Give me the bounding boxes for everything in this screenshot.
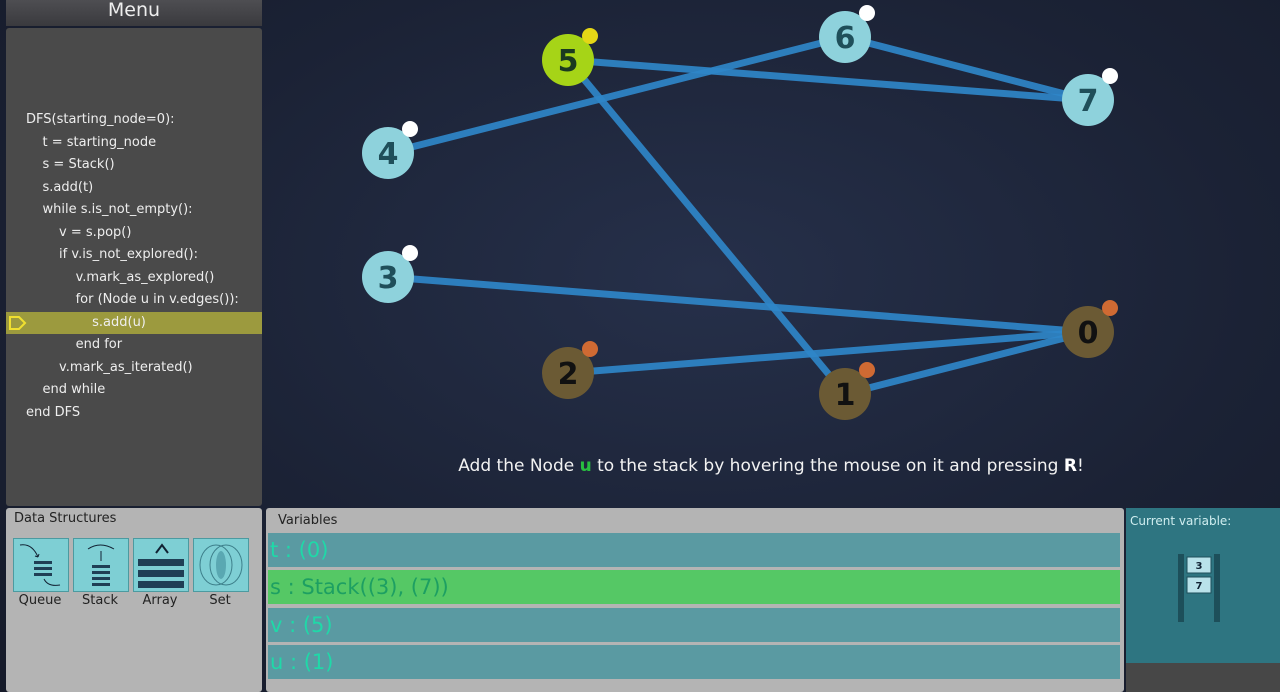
node-circle	[1062, 306, 1114, 358]
graph-node-0[interactable]: 0	[1062, 300, 1118, 358]
node-circle	[542, 34, 594, 86]
menu-button[interactable]: Menu	[6, 0, 262, 26]
node-circle	[362, 127, 414, 179]
queue-button[interactable]	[13, 538, 69, 592]
stack-item: 3	[1186, 556, 1212, 574]
stack-icon	[87, 544, 115, 586]
set-button[interactable]	[193, 538, 249, 592]
stack-wall-right	[1214, 554, 1220, 622]
node-circle	[362, 251, 414, 303]
graph-edge-5-7	[567, 56, 1089, 104]
node-label: 6	[835, 21, 856, 56]
graph-edge-1-0	[844, 328, 1089, 398]
array-button[interactable]	[133, 538, 189, 592]
stack-label: Stack	[82, 593, 118, 608]
code-line: for (Node u in v.edges()):	[26, 292, 239, 307]
node-label: 4	[378, 137, 399, 172]
node-circle	[542, 347, 594, 399]
node-status-dot	[402, 121, 418, 137]
code-line: if v.is_not_explored():	[26, 247, 198, 262]
graph-edge-6-7	[844, 33, 1089, 104]
node-status-dot	[402, 245, 418, 261]
node-label: 7	[1078, 84, 1099, 119]
variable-row-t: t : (0)	[268, 533, 1120, 567]
variable-row-u: u : (1)	[268, 645, 1120, 679]
code-line-active: s.add(u)	[6, 312, 262, 334]
stack-button[interactable]	[73, 538, 129, 592]
variable-row-v: v : (5)	[268, 608, 1120, 642]
graph-node-2[interactable]: 2	[542, 341, 598, 399]
queue-icon	[19, 544, 61, 586]
stack-item: 7	[1186, 576, 1212, 594]
node-status-dot	[859, 5, 875, 21]
stack-wall-left	[1178, 554, 1184, 622]
node-circle	[819, 11, 871, 63]
node-status-dot	[1102, 300, 1118, 316]
node-status-dot	[1102, 68, 1118, 84]
code-line: t = starting_node	[26, 135, 157, 150]
code-line: s.add(t)	[26, 180, 94, 195]
current-line-pointer-icon	[9, 316, 27, 330]
variables-title: Variables	[278, 513, 338, 528]
code-line: end for	[26, 337, 123, 352]
code-line: s = Stack()	[26, 157, 115, 172]
node-label: 0	[1078, 316, 1099, 351]
code-line: DFS(starting_node=0):	[26, 112, 175, 127]
graph-node-6[interactable]: 6	[819, 5, 875, 63]
graph-node-4[interactable]: 4	[362, 121, 418, 179]
svg-text:3: 3	[1196, 561, 1203, 572]
node-label: 2	[558, 357, 579, 392]
graph-node-7[interactable]: 7	[1062, 68, 1118, 126]
code-line: end while	[26, 382, 106, 397]
code-line: v.mark_as_iterated()	[26, 360, 193, 375]
graph-node-1[interactable]: 1	[819, 362, 875, 420]
instruction-text: Add the Node u to the stack by hovering …	[458, 456, 1084, 476]
array-icon	[138, 543, 184, 588]
node-label: 1	[835, 378, 856, 413]
array-label: Array	[142, 593, 178, 608]
panel-footer	[1126, 663, 1280, 692]
current-variable-title: Current variable:	[1130, 514, 1232, 528]
graph-canvas: 0 1 2 3 4 5 6 7	[362, 5, 1118, 420]
node-status-dot	[582, 28, 598, 44]
svg-text:7: 7	[1196, 581, 1203, 592]
set-icon	[199, 544, 243, 586]
set-label: Set	[209, 593, 231, 608]
code-line: v = s.pop()	[26, 225, 132, 240]
code-line: end DFS	[26, 405, 81, 420]
graph-edge-3-0	[387, 273, 1089, 336]
graph-edge-2-0	[567, 328, 1089, 377]
data-structures-title: Data Structures	[14, 511, 117, 526]
queue-label: Queue	[18, 593, 62, 608]
node-label: 5	[558, 44, 579, 79]
stack-visual: 3 7	[1178, 554, 1220, 622]
node-status-dot	[859, 362, 875, 378]
graph-edge-5-1	[565, 57, 848, 397]
variable-row-s: s : Stack((3), (7))	[268, 570, 1120, 604]
graph-node-3[interactable]: 3	[362, 245, 418, 303]
node-label: 3	[378, 261, 399, 296]
node-circle	[819, 368, 871, 420]
node-circle	[1062, 74, 1114, 126]
code-line: v.mark_as_explored()	[26, 270, 215, 285]
node-status-dot	[582, 341, 598, 357]
graph-edge-4-6	[387, 33, 846, 157]
code-line: while s.is_not_empty():	[26, 202, 193, 217]
graph-node-5[interactable]: 5	[542, 28, 598, 86]
pseudocode-panel: DFS(starting_node=0): t = starting_node …	[6, 28, 262, 506]
